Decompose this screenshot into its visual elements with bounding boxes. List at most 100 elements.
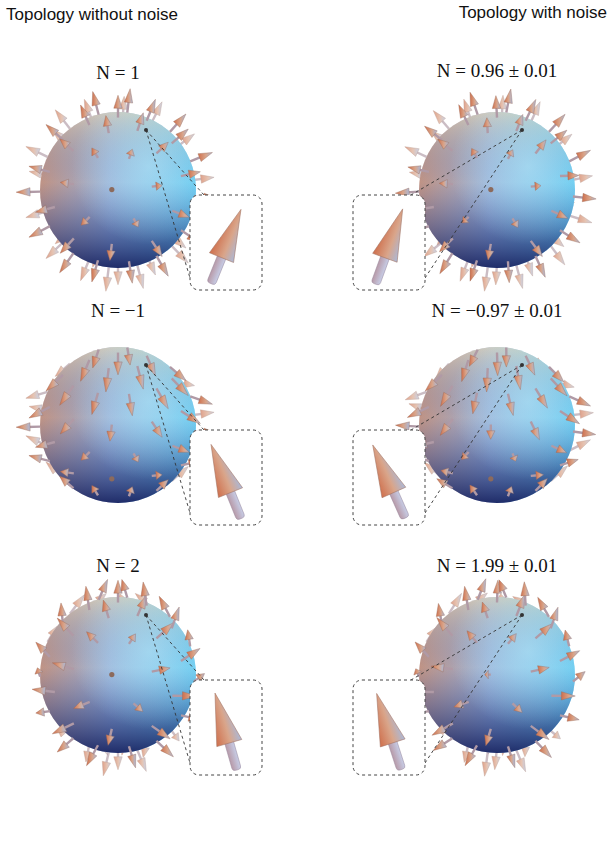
sphere-body xyxy=(419,347,575,503)
spin-arrow xyxy=(152,182,162,190)
winding-number: N = 2 xyxy=(96,555,139,577)
arrow-cone xyxy=(440,392,451,406)
zoom-line xyxy=(425,365,522,513)
arrow-cone xyxy=(531,427,540,439)
sphere-highlight xyxy=(419,597,575,753)
arrow-cone xyxy=(32,687,46,695)
spin-arrow xyxy=(560,713,579,721)
zoom-inset xyxy=(353,128,524,290)
spin-arrow xyxy=(170,114,186,132)
arrow-cone xyxy=(87,752,97,766)
arrow-cone xyxy=(87,632,97,641)
arrow-cone xyxy=(561,692,575,700)
inset-frame xyxy=(190,430,262,525)
arrow-cone xyxy=(405,147,419,157)
arrow-cone xyxy=(537,479,547,489)
arrow-dot xyxy=(109,672,114,677)
arrow-cone xyxy=(553,251,565,265)
arrow-cone xyxy=(29,408,43,418)
spin-arrow xyxy=(172,246,189,263)
arrow-cone xyxy=(510,455,518,461)
arrow-cone xyxy=(60,476,71,486)
arrow-cone xyxy=(52,724,66,734)
arrow-cone xyxy=(26,390,40,398)
zoom-inset xyxy=(144,363,262,525)
arrow-cone xyxy=(171,733,179,741)
arrow-dot xyxy=(488,187,493,192)
spin-arrow xyxy=(487,425,495,440)
arrow-cone xyxy=(124,89,132,103)
arrow-cone xyxy=(136,274,144,288)
sphere-highlight xyxy=(40,597,196,753)
spin-arrow xyxy=(92,485,99,495)
spin-arrow xyxy=(81,452,90,460)
zoom-line xyxy=(411,365,522,430)
arrow-cone xyxy=(35,668,43,674)
arrow-cone xyxy=(58,603,66,616)
arrow-cone xyxy=(84,586,92,600)
zoom-line xyxy=(411,615,522,680)
sphere-shade xyxy=(40,112,196,268)
spin-arrow xyxy=(106,729,114,745)
spin-arrow xyxy=(92,92,100,115)
spin-arrow xyxy=(32,687,55,695)
spin-arrow xyxy=(73,701,89,709)
arrow-cone xyxy=(92,92,100,106)
spin-arrow xyxy=(172,378,189,395)
arrow-cone xyxy=(35,205,47,213)
spin-arrow xyxy=(16,423,40,431)
spin-arrow xyxy=(46,125,63,140)
arrow-cone xyxy=(200,410,214,418)
spin-arrow xyxy=(152,666,170,674)
arrow-cone xyxy=(577,215,591,223)
inset-frame xyxy=(353,195,425,290)
spin-arrow xyxy=(124,348,132,366)
spin-arrow xyxy=(81,217,90,225)
spin-arrow xyxy=(459,105,469,125)
arrow-cone xyxy=(209,205,253,263)
spin-arrow xyxy=(172,129,189,143)
spin-arrow xyxy=(535,388,547,408)
arrow-cone xyxy=(563,630,571,640)
arrow-cone xyxy=(502,356,510,367)
spin-arrow xyxy=(492,96,500,118)
arrow-cone xyxy=(407,408,421,418)
spin-sphere xyxy=(32,579,204,775)
spin-arrow xyxy=(81,360,90,381)
spin-arrow xyxy=(92,148,99,158)
spin-arrow xyxy=(438,139,453,151)
arrow-cone xyxy=(92,148,99,156)
arrow-dot xyxy=(109,187,114,192)
magnified-arrow xyxy=(364,689,413,773)
arrow-cone xyxy=(566,459,578,467)
spin-arrow xyxy=(477,579,486,600)
sphere-body xyxy=(419,597,575,753)
arrow-cone xyxy=(526,99,536,113)
spin-arrow xyxy=(29,407,50,418)
arrow-cone xyxy=(103,116,111,127)
arrow-cone xyxy=(55,110,67,124)
magnified-arrow xyxy=(363,204,415,288)
spin-arrow xyxy=(114,353,122,375)
spin-arrow xyxy=(462,216,469,223)
arrow-cone xyxy=(439,180,447,188)
sphere-highlight xyxy=(419,112,575,268)
spin-arrow xyxy=(60,476,74,488)
arrow-cone xyxy=(146,99,155,113)
arrow-cone xyxy=(537,394,548,408)
spin-arrow xyxy=(467,631,477,643)
arrow-cone xyxy=(156,182,162,190)
arrow-cone xyxy=(136,113,144,125)
arrow-cone xyxy=(451,593,462,607)
inset-frame xyxy=(190,195,262,290)
spin-arrow xyxy=(60,238,74,253)
spin-arrow xyxy=(535,624,552,639)
arrow-cone xyxy=(477,579,486,593)
arrow-cone xyxy=(99,579,108,592)
spin-arrow xyxy=(84,586,92,610)
arrow-cone xyxy=(576,397,590,406)
arrow-cone xyxy=(16,423,30,431)
spin-arrow xyxy=(171,731,179,741)
arrow-cone xyxy=(492,756,500,769)
arrow-cone xyxy=(486,250,494,260)
